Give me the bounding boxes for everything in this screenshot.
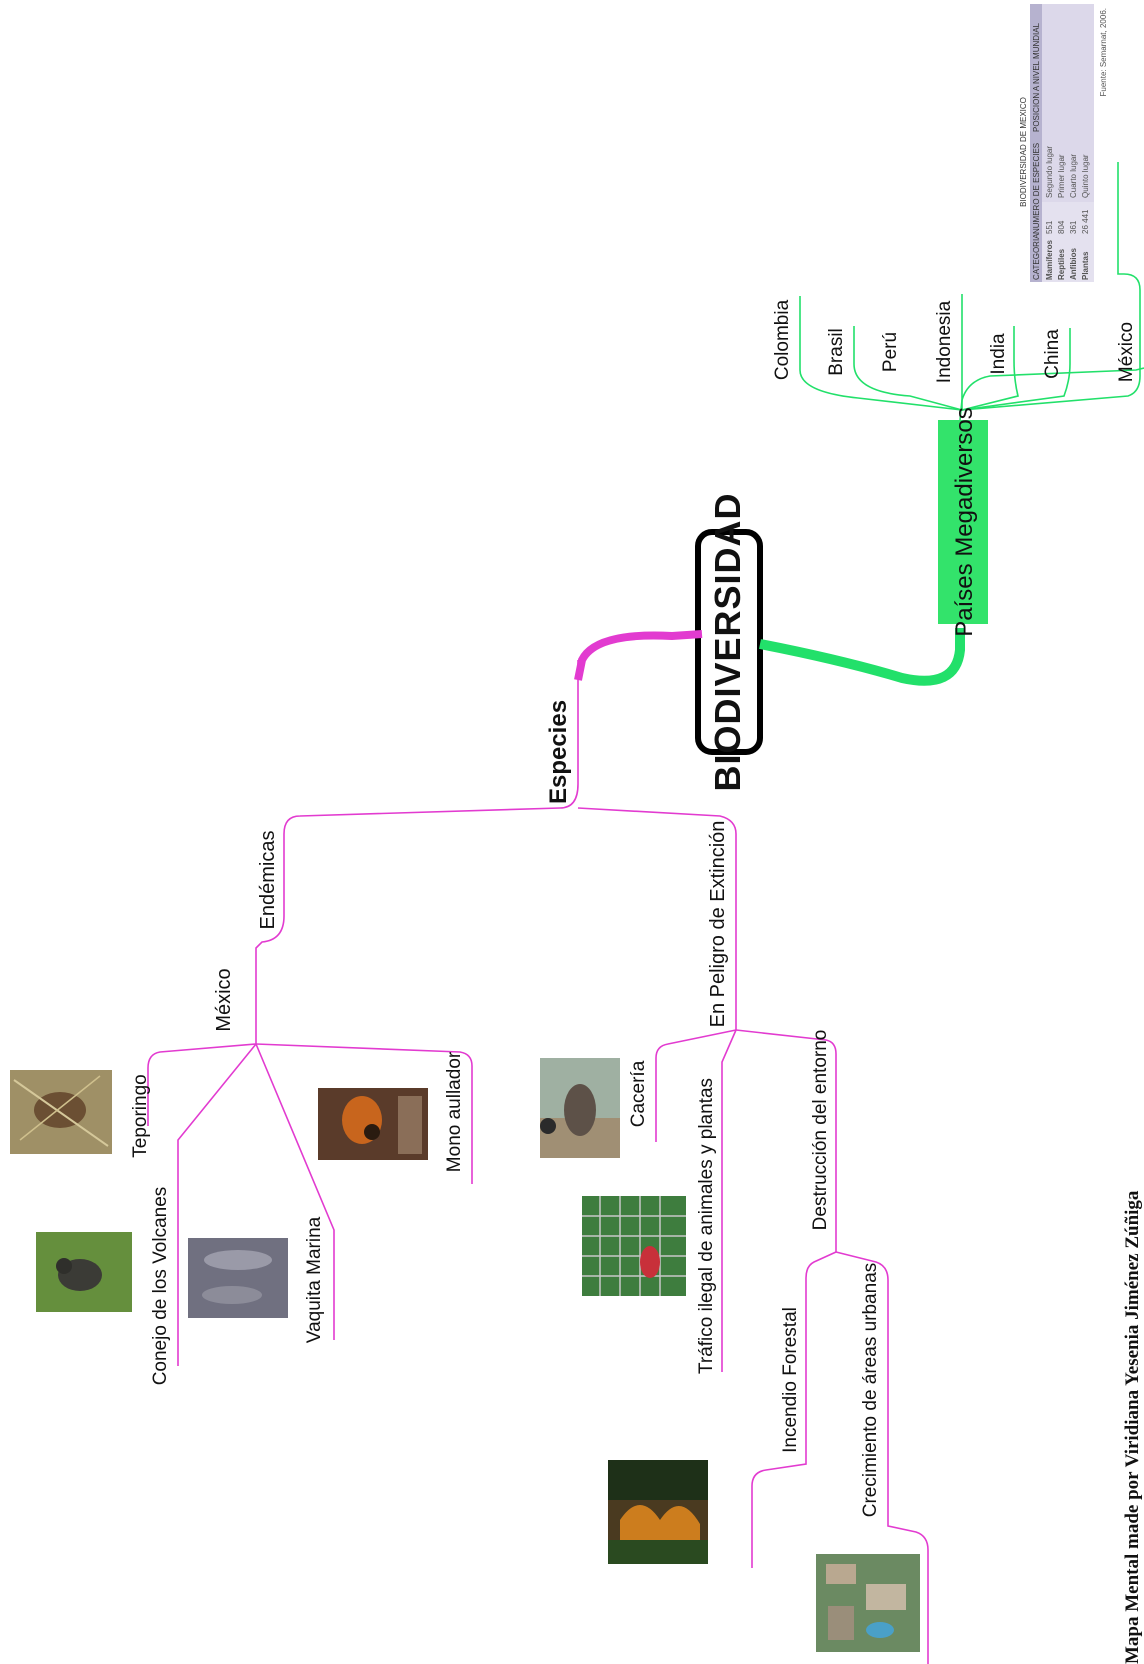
trafico-node[interactable]: Tráfico ilegal de animales y plantas: [696, 1078, 717, 1374]
table-cell: 551: [1045, 220, 1054, 234]
destruccion-label: Destrucción del entorno: [810, 1030, 831, 1231]
incendio-node[interactable]: Incendio Forestal: [780, 1307, 801, 1453]
country-colombia[interactable]: Colombia: [772, 299, 793, 380]
country-indonesia[interactable]: Indonesia: [934, 300, 955, 383]
table-row: Reptiles 804 Primer lugar: [1057, 154, 1066, 280]
crecimiento-label: Crecimiento de áreas urbanas: [860, 1263, 881, 1518]
table-header-1: NUMERO DE ESPECIES: [1032, 143, 1041, 234]
country-indonesia-label: Indonesia: [934, 300, 955, 383]
mexico-endemic-node[interactable]: México: [213, 968, 235, 1031]
author-credit-label: Mapa Mental made por Viridiana Yesenia J…: [1122, 1190, 1143, 1664]
country-colombia-label: Colombia: [772, 299, 793, 380]
country-india[interactable]: India: [988, 333, 1009, 375]
table-cell: Segundo lugar: [1045, 146, 1054, 198]
teporingo-photo: [10, 1070, 112, 1154]
vaquita-node[interactable]: Vaquita Marina: [304, 1216, 325, 1343]
endemicas-label: Endémicas: [257, 831, 279, 930]
trafico-photo: [582, 1196, 686, 1296]
table-cell: Plantas: [1081, 251, 1090, 280]
mexico-endemic-label: México: [213, 968, 235, 1031]
table-cell: Anfibios: [1069, 247, 1078, 280]
especies-node[interactable]: Especies: [545, 700, 572, 804]
vaquita-label: Vaquita Marina: [304, 1216, 325, 1343]
conejo-photo: [36, 1232, 132, 1312]
country-peru-label: Perú: [880, 332, 901, 372]
table-cell: 804: [1057, 220, 1066, 234]
paises-megadiversos-label: Países Megadiversos: [951, 407, 978, 636]
table-cell: Reptiles: [1057, 248, 1066, 280]
teporingo-node[interactable]: Teporingo: [130, 1074, 151, 1157]
mono-photo: [318, 1088, 428, 1160]
peligro-label: En Peligro de Extinción: [707, 821, 729, 1028]
country-peru[interactable]: Perú: [880, 332, 901, 372]
biodiversity-table: BIODIVERSIDAD DE MEXICO CATEGORIA NUMERO…: [1019, 4, 1108, 282]
country-india-label: India: [988, 333, 1009, 375]
destruccion-node[interactable]: Destrucción del entorno: [810, 1030, 831, 1231]
conejo-label: Conejo de los Volcanes: [150, 1187, 171, 1386]
table-source: Fuente: Semarnat, 2006.: [1099, 8, 1108, 97]
especies-connectors: [147, 630, 929, 1664]
peligro-node[interactable]: En Peligro de Extinción: [707, 821, 729, 1028]
caceria-node[interactable]: Cacería: [628, 1060, 649, 1127]
table-cell: Quinto lugar: [1081, 154, 1090, 198]
crecimiento-node[interactable]: Crecimiento de áreas urbanas: [860, 1263, 881, 1518]
country-mexico[interactable]: México: [1116, 322, 1137, 382]
table-row: Mamíferos 551 Segundo lugar: [1045, 146, 1054, 280]
table-row: Anfibios 361 Cuarto lugar: [1069, 154, 1078, 280]
country-brasil-label: Brasil: [826, 328, 847, 376]
trafico-label: Tráfico ilegal de animales y plantas: [696, 1078, 717, 1374]
table-header-2: POSICION A NIVEL MUNDIAL: [1032, 22, 1041, 132]
table-title: BIODIVERSIDAD DE MEXICO: [1019, 97, 1028, 207]
conejo-node[interactable]: Conejo de los Volcanes: [150, 1187, 171, 1386]
incendio-photo: [608, 1460, 708, 1564]
mono-node[interactable]: Mono aullador: [444, 1051, 465, 1172]
ciudad-photo: [816, 1554, 920, 1652]
especies-label: Especies: [545, 700, 572, 804]
table-cell: Cuarto lugar: [1069, 154, 1078, 198]
table-cell: Mamíferos: [1045, 239, 1054, 280]
central-topic-label: BIODIVERSIDAD: [707, 492, 748, 791]
vaquita-photo: [188, 1238, 288, 1318]
country-mexico-label: México: [1116, 322, 1137, 382]
table-row: Plantas 26 441 Quinto lugar: [1081, 154, 1090, 280]
paises-connectors: [759, 162, 1144, 686]
incendio-label: Incendio Forestal: [780, 1307, 801, 1453]
paises-megadiversos-box[interactable]: Países Megadiversos: [938, 407, 988, 637]
central-topic[interactable]: BIODIVERSIDAD: [695, 492, 763, 792]
country-china[interactable]: China: [1042, 329, 1063, 379]
caceria-photo: [540, 1058, 620, 1158]
mono-label: Mono aullador: [444, 1051, 465, 1172]
table-cell: 26 441: [1081, 209, 1090, 234]
endemicas-node[interactable]: Endémicas: [257, 831, 279, 930]
table-cell: 361: [1069, 220, 1078, 234]
caceria-label: Cacería: [628, 1060, 649, 1127]
country-brasil[interactable]: Brasil: [826, 328, 847, 376]
table-cell: Primer lugar: [1057, 154, 1066, 198]
table-header-0: CATEGORIA: [1032, 233, 1041, 280]
teporingo-label: Teporingo: [130, 1074, 151, 1157]
country-china-label: China: [1042, 329, 1063, 379]
author-credit: Mapa Mental made por Viridiana Yesenia J…: [1122, 1190, 1143, 1664]
